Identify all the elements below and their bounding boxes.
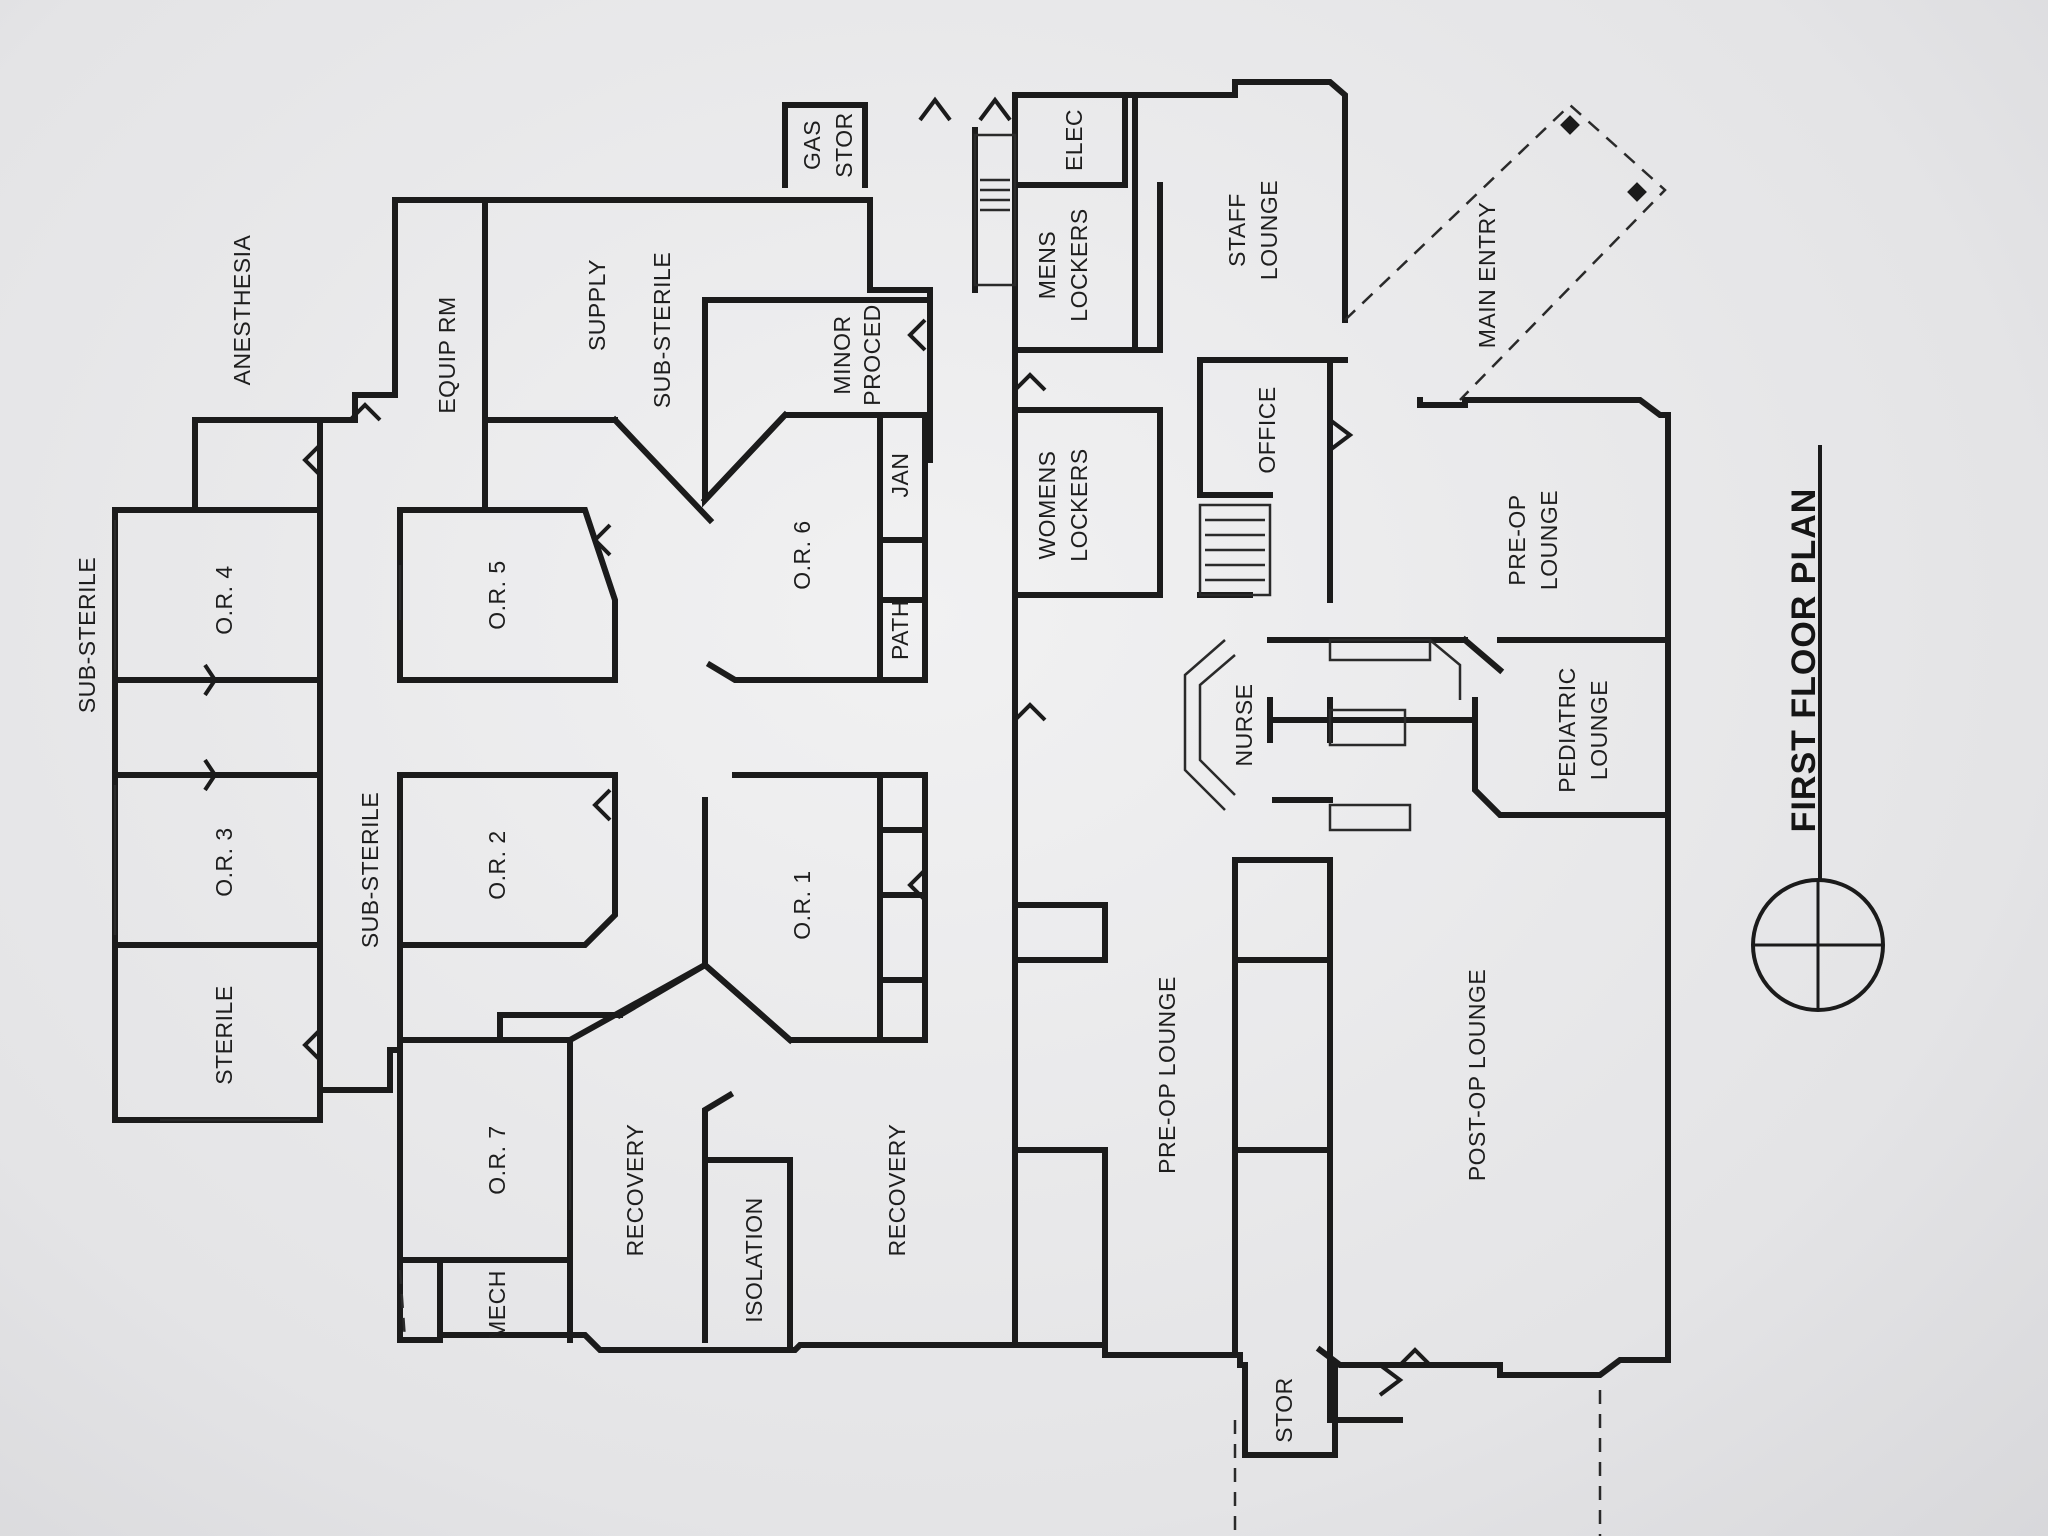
room-label-or3: O.R. 3 bbox=[211, 827, 237, 896]
room-label-or6: O.R. 6 bbox=[789, 520, 815, 589]
room-label-mech: MECH bbox=[484, 1270, 510, 1340]
room-label-elec: ELEC bbox=[1061, 109, 1087, 171]
room-label-or5: O.R. 5 bbox=[484, 560, 510, 629]
room-label-sterile: STERILE bbox=[211, 985, 237, 1084]
room-label-stor: STOR bbox=[1271, 1377, 1297, 1442]
room-label-nurse: NURSE bbox=[1231, 683, 1257, 766]
room-label-preop-top-lounge: LOUNGE bbox=[1536, 490, 1562, 590]
room-labels: O.R. 4 O.R. 3 STERILE SUB-STERILE ANESTH… bbox=[74, 109, 1612, 1443]
room-label-pediatric: PEDIATRIC bbox=[1554, 667, 1580, 792]
room-label-recovery-left: RECOVERY bbox=[622, 1124, 648, 1257]
room-label-or4: O.R. 4 bbox=[211, 565, 237, 634]
room-label-mens: MENS bbox=[1034, 231, 1060, 299]
room-label-preop-lounge: PRE-OP LOUNGE bbox=[1154, 976, 1180, 1174]
room-label-womens-lockers: LOCKERS bbox=[1066, 448, 1092, 561]
room-label-office: OFFICE bbox=[1254, 386, 1280, 473]
room-label-supply: SUPPLY bbox=[584, 259, 610, 351]
plan-title: FIRST FLOOR PLAN bbox=[1785, 488, 1823, 833]
room-label-stor-gas: STOR bbox=[831, 112, 857, 177]
room-label-equip-rm: EQUIP RM bbox=[434, 296, 460, 413]
room-label-jan: JAN bbox=[887, 453, 913, 498]
room-label-or7: O.R. 7 bbox=[484, 1125, 510, 1194]
room-label-sub-sterile-left: SUB-STERILE bbox=[74, 557, 100, 713]
room-label-recovery-right: RECOVERY bbox=[884, 1124, 910, 1257]
room-label-anesthesia: ANESTHESIA bbox=[229, 234, 255, 385]
room-label-isolation: ISOLATION bbox=[741, 1197, 767, 1323]
room-label-main-entry: MAIN ENTRY bbox=[1474, 202, 1500, 348]
room-label-staff-lounge: LOUNGE bbox=[1256, 180, 1282, 280]
room-label-mens-lockers: LOCKERS bbox=[1066, 208, 1092, 321]
room-label-minor: MINOR bbox=[829, 315, 855, 394]
room-label-proced: PROCED bbox=[859, 304, 885, 405]
room-label-preop-top: PRE-OP bbox=[1504, 494, 1530, 585]
room-label-gas: GAS bbox=[799, 120, 825, 170]
room-label-path: PATH bbox=[887, 600, 913, 660]
room-label-postop-lounge: POST-OP LOUNGE bbox=[1464, 969, 1490, 1181]
room-label-staff: STAFF bbox=[1224, 193, 1250, 267]
room-label-or2: O.R. 2 bbox=[484, 830, 510, 899]
room-label-pediatric-lounge: LOUNGE bbox=[1586, 680, 1612, 780]
room-label-womens: WOMENS bbox=[1034, 450, 1060, 559]
room-label-or1: O.R. 1 bbox=[789, 870, 815, 939]
detail-lines bbox=[113, 103, 1885, 1536]
room-label-sub-sterile-supply: SUB-STERILE bbox=[649, 252, 675, 408]
room-label-sub-sterile-mid: SUB-STERILE bbox=[357, 792, 383, 948]
exterior-walls bbox=[112, 79, 1671, 1458]
door-symbols bbox=[203, 96, 1432, 1397]
